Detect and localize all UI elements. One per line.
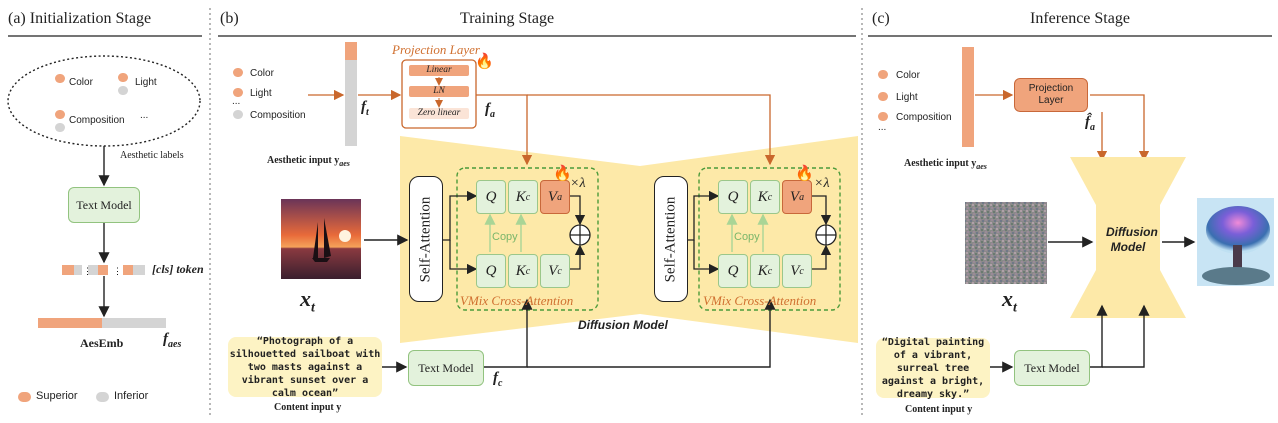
- composition-dot-gray: [55, 123, 65, 132]
- train-stage-title: Training Stage: [460, 10, 555, 27]
- cls-token-label: [cls] token: [152, 262, 204, 276]
- superior-legend-swatch: [18, 392, 31, 402]
- fc-label: fc: [493, 370, 503, 389]
- infer-light-dot: [878, 92, 888, 101]
- copy-label-left: Copy: [492, 231, 518, 243]
- self-attention-right: Self-Attention: [654, 176, 688, 302]
- output-tree-image: [1197, 198, 1274, 286]
- train-label-light: Light: [250, 88, 272, 99]
- superior-legend-label: Superior: [36, 390, 78, 402]
- infer-aesthetic-bar: [962, 47, 974, 147]
- xt-label: xt: [300, 286, 315, 316]
- infer-label-color: Color: [896, 70, 920, 81]
- train-composition-dot: [233, 110, 243, 119]
- infer-content-input-label: Content input y: [905, 404, 973, 415]
- train-label-composition: Composition: [250, 110, 306, 121]
- ft-label: ft: [361, 99, 369, 118]
- linear-label: Linear: [426, 65, 452, 75]
- train-light-dot: [233, 88, 243, 97]
- ft-bar-top: [345, 42, 357, 60]
- infer-composition-dot: [878, 112, 888, 121]
- light-dot-gray: [118, 86, 128, 95]
- infer-projection-layer: Projection Layer: [1014, 78, 1088, 112]
- inferior-legend-label: Inferior: [114, 390, 149, 402]
- train-label-ellipsis: ...: [232, 96, 241, 107]
- fa-hat-label: f̂a: [1085, 114, 1095, 133]
- svg-text:⋮: ⋮: [83, 266, 92, 276]
- aesthetic-labels-caption: Aesthetic labels: [120, 150, 184, 161]
- q-box-top-left: Q: [476, 180, 506, 214]
- train-text-model: Text Model: [408, 350, 484, 386]
- infer-label-light: Light: [896, 92, 918, 103]
- inferior-legend-swatch: [96, 392, 109, 402]
- noise-image: [965, 202, 1047, 284]
- init-stage-title: (a) Initialization Stage: [8, 10, 152, 27]
- zero-linear-label: Zero linear: [417, 108, 461, 118]
- sunset-sailboat-image: [281, 199, 361, 279]
- infer-stage-tag: (c): [872, 10, 890, 27]
- infer-diffusion-model-label: Diffusion Model: [1106, 225, 1158, 254]
- q-box-bottom-right: Q: [718, 254, 748, 288]
- q-box-bottom-left: Q: [476, 254, 506, 288]
- aesemb-superior-segment: [38, 318, 102, 328]
- infer-diffusion-model-shape: [1070, 157, 1186, 318]
- init-label-composition: Composition: [69, 115, 125, 126]
- flame-icon: 🔥: [553, 166, 572, 182]
- fa-label: fa: [485, 101, 495, 120]
- infer-text-model: Text Model: [1014, 350, 1090, 386]
- aesemb-inferior-segment: [102, 318, 166, 328]
- f-aes-label: faes: [163, 331, 182, 350]
- train-content-prompt: “Photograph of a silhouetted sailboat wi…: [228, 335, 382, 399]
- flame-icon: 🔥: [475, 54, 494, 70]
- vmix-label-right: VMix Cross-Attention: [703, 293, 817, 308]
- copy-label-right: Copy: [734, 231, 760, 243]
- infer-content-prompt: “Digital painting of a vibrant, surreal …: [876, 337, 990, 400]
- infer-color-dot: [878, 70, 888, 79]
- ln-label: LN: [433, 86, 445, 96]
- train-stage-tag: (b): [220, 10, 239, 27]
- train-color-dot: [233, 68, 243, 77]
- flame-icon: 🔥: [795, 166, 814, 182]
- train-content-input-label: Content input y: [274, 402, 342, 413]
- zero-linear-layer: [409, 108, 469, 119]
- init-text-model: Text Model: [68, 187, 140, 223]
- infer-aesthetic-input-label: Aesthetic input yaes: [904, 158, 987, 171]
- times-lambda-left: ×λ: [570, 176, 586, 191]
- color-dot: [55, 74, 65, 83]
- times-lambda-right: ×λ: [814, 176, 830, 191]
- ft-bar-body: [345, 60, 357, 146]
- infer-label-composition: Composition: [896, 112, 952, 123]
- diffusion-model-shape: [400, 136, 858, 343]
- self-attention-left: Self-Attention: [409, 176, 443, 302]
- light-dot: [118, 73, 128, 82]
- train-label-color: Color: [250, 68, 274, 79]
- infer-xt-label: xt: [1002, 286, 1017, 316]
- projection-layer-title: Projection Layer: [392, 42, 480, 57]
- infer-label-ellipsis: ...: [878, 122, 887, 133]
- init-label-ellipsis: ...: [140, 110, 149, 121]
- q-box-top-right: Q: [718, 180, 748, 214]
- train-aesthetic-input-label: Aesthetic input yaes: [267, 155, 350, 168]
- ln-layer: [409, 86, 469, 97]
- composition-dot: [55, 110, 65, 119]
- init-label-light: Light: [135, 77, 157, 88]
- linear-layer: [409, 65, 469, 76]
- aesthetic-labels-ellipse: [7, 55, 201, 147]
- vmix-label-left: VMix Cross-Attention: [460, 293, 574, 308]
- infer-stage-title: Inference Stage: [1030, 10, 1130, 27]
- cls-token-bar: ⋮⋮: [62, 265, 145, 276]
- diffusion-model-label: Diffusion Model: [578, 318, 668, 332]
- aesemb-label: AesEmb: [80, 336, 124, 350]
- init-label-color: Color: [69, 77, 93, 88]
- svg-text:⋮: ⋮: [113, 266, 122, 276]
